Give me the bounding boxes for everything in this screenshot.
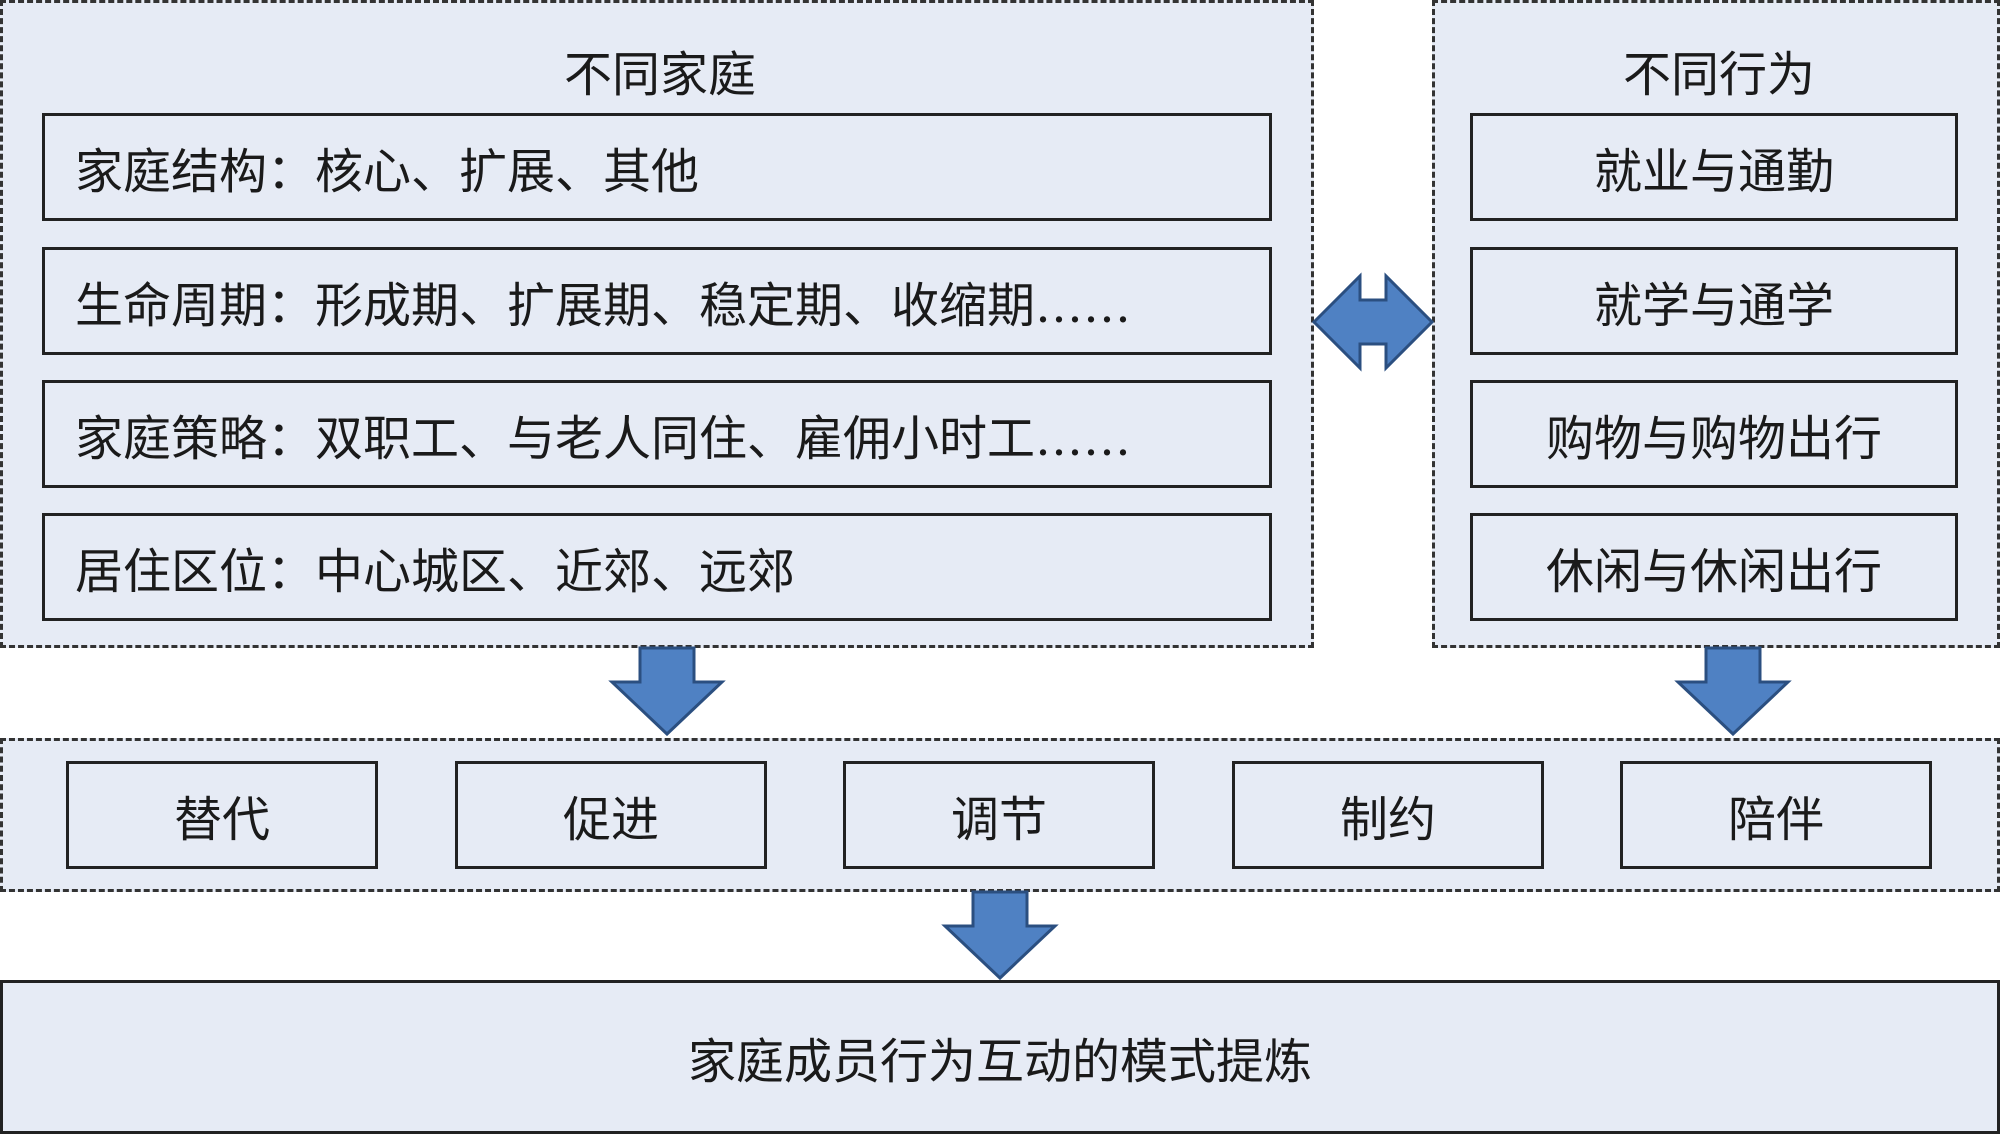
family-group-title: 不同家庭 (563, 47, 756, 103)
interaction-substitute-box: 替代 (66, 761, 378, 869)
residence-location-box: 居住区位：中心城区、近郊、远郊 (42, 513, 1272, 621)
double-arrow-icon (1311, 272, 1435, 372)
down-arrow-icon (608, 646, 726, 737)
family-structure-box: 家庭结构：核心、扩展、其他 (42, 113, 1272, 221)
school-commute-box: 就学与通学 (1470, 247, 1958, 355)
employment-commute-box: 就业与通勤 (1470, 113, 1958, 221)
life-cycle-box: 生命周期：形成期、扩展期、稳定期、收缩期…… (42, 247, 1272, 355)
interaction-regulate-box: 调节 (843, 761, 1155, 869)
result-box: 家庭成员行为互动的模式提炼 (0, 980, 2000, 1134)
down-arrow-icon (941, 890, 1059, 981)
shopping-trip-box: 购物与购物出行 (1470, 380, 1958, 488)
interaction-promote-box: 促进 (455, 761, 767, 869)
down-arrow-icon (1674, 646, 1792, 737)
interaction-constrain-box: 制约 (1232, 761, 1544, 869)
interaction-accompany-box: 陪伴 (1620, 761, 1932, 869)
leisure-trip-box: 休闲与休闲出行 (1470, 513, 1958, 621)
behavior-group-title: 不同行为 (1622, 47, 1815, 103)
family-strategy-box: 家庭策略：双职工、与老人同住、雇佣小时工…… (42, 380, 1272, 488)
